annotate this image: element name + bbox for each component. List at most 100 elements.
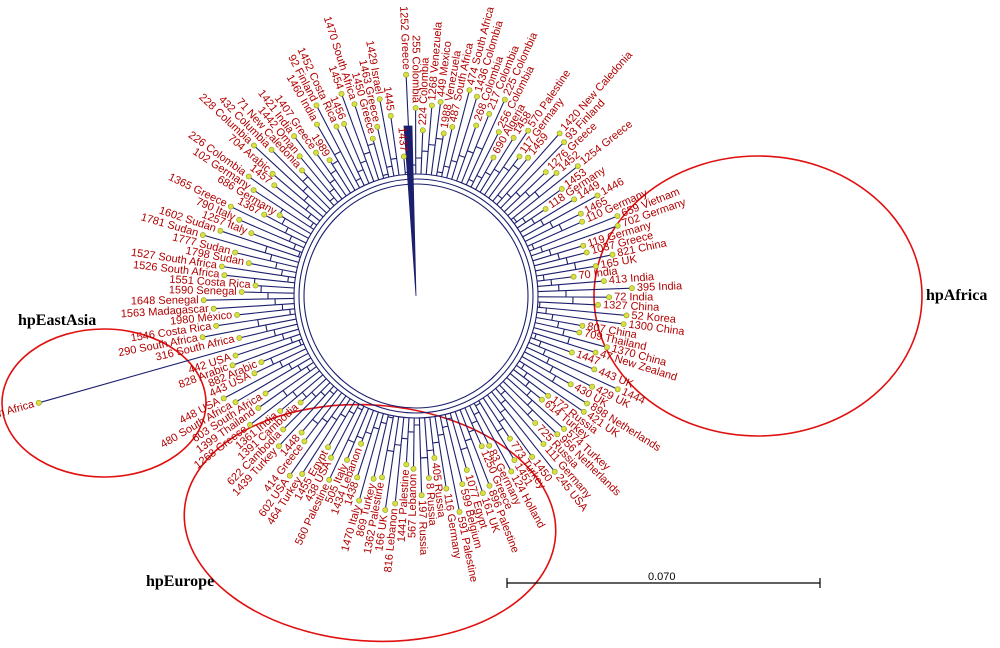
tip-marker xyxy=(474,93,480,100)
leaf-label: 495 South Africa xyxy=(0,398,36,432)
leaf-label: 1590 Senegal xyxy=(169,284,237,298)
tip-marker xyxy=(425,475,432,481)
tree-branch xyxy=(534,172,557,193)
tree-branch-inner xyxy=(464,407,476,431)
tip-marker xyxy=(338,90,345,97)
tip-marker xyxy=(245,260,252,267)
tip-marker xyxy=(478,443,485,450)
tree-branch-arc xyxy=(373,426,380,430)
tree-branch xyxy=(273,184,307,211)
tree-branch-arc xyxy=(534,191,540,198)
tree-branch-arc xyxy=(357,169,364,173)
tip-marker xyxy=(271,182,278,189)
inner-ring xyxy=(293,173,539,419)
leaf-label: 1445 xyxy=(381,86,396,112)
tip-marker xyxy=(250,187,257,193)
tree-branch-inner xyxy=(254,284,295,289)
tip-marker xyxy=(268,146,275,153)
tip-marker xyxy=(251,370,258,377)
tip-marker xyxy=(553,169,560,176)
tree-branch-arc xyxy=(435,137,443,140)
tree-branch xyxy=(230,206,286,234)
tree-branch xyxy=(376,126,388,168)
tree-branch xyxy=(412,431,415,469)
leaf-label: 70 India xyxy=(578,265,619,282)
tip-marker xyxy=(629,285,635,292)
tree-branch-arc xyxy=(546,357,550,364)
tip-marker xyxy=(431,454,438,461)
tip-marker xyxy=(589,383,595,390)
tree-branch-inner xyxy=(446,160,452,179)
tree-branch-inner xyxy=(441,165,445,177)
tree-branch xyxy=(524,171,547,193)
tree-branch-inner xyxy=(290,313,296,316)
tip-marker xyxy=(583,249,590,256)
tree-branch-arc xyxy=(340,413,346,418)
tip-marker xyxy=(351,101,358,107)
tip-marker xyxy=(437,99,444,105)
tip-marker xyxy=(213,322,220,329)
tree-branch xyxy=(504,390,536,424)
tree-branch-arc xyxy=(355,177,362,182)
tree-branch-arc xyxy=(542,274,545,281)
tree-branch-inner xyxy=(482,397,504,429)
tree-branch xyxy=(235,368,293,403)
tree-branch-arc xyxy=(284,227,289,234)
tree-branch xyxy=(565,287,632,292)
tree-branch-arc xyxy=(530,218,536,224)
tip-marker xyxy=(542,206,549,212)
tree-branch xyxy=(438,442,447,489)
tree-branch xyxy=(466,125,477,151)
tree-branch-inner xyxy=(509,373,532,392)
tree-branch-inner xyxy=(303,200,324,218)
tree-branch-inner xyxy=(451,155,460,180)
tree-branch-inner xyxy=(302,190,327,214)
tip-marker xyxy=(217,227,224,234)
tree-branch xyxy=(479,402,515,461)
tip-marker xyxy=(313,102,320,109)
tip-marker xyxy=(456,508,463,515)
tip-marker xyxy=(551,468,558,475)
tree-branch-arc xyxy=(525,381,530,387)
tree-branch-arc xyxy=(498,417,505,423)
tree-branch xyxy=(353,103,369,146)
tree-branch xyxy=(381,417,394,478)
tree-branch-inner xyxy=(400,417,405,446)
tip-marker xyxy=(495,129,502,135)
tree-branch-arc xyxy=(321,417,328,423)
tree-branch-arc xyxy=(557,253,560,260)
tree-branch-arc xyxy=(367,143,375,147)
tree-branch xyxy=(436,133,445,172)
tip-marker xyxy=(580,242,587,249)
tip-marker xyxy=(232,399,239,406)
tree-branch-inner xyxy=(266,323,298,332)
tree-branch-inner xyxy=(529,246,541,252)
tip-marker xyxy=(412,105,419,111)
tree-branch-inner xyxy=(527,243,533,247)
tree-branch-inner xyxy=(363,154,375,182)
tree-branch-inner xyxy=(264,252,299,263)
tip-marker xyxy=(623,312,630,319)
tree-branch-inner xyxy=(516,364,528,374)
tree-branch-inner xyxy=(465,179,470,186)
tip-marker xyxy=(247,421,253,428)
tree-branch xyxy=(428,105,433,145)
tree-branch xyxy=(248,176,309,220)
tree-branch-inner xyxy=(275,328,299,337)
tree-branch xyxy=(468,99,506,180)
tip-marker xyxy=(486,442,493,449)
tip-marker xyxy=(392,500,399,507)
tree-branch-arc xyxy=(292,391,298,398)
tree-branch-inner xyxy=(473,402,480,413)
leaf-label: 1648 Senegal xyxy=(131,294,199,307)
tree-branch-inner xyxy=(329,200,335,207)
tip-marker xyxy=(236,216,243,223)
tip-marker xyxy=(299,470,305,477)
tree-branch-inner xyxy=(513,217,523,225)
tree-branch-inner xyxy=(430,138,437,176)
tree-branch-inner xyxy=(506,377,533,401)
tree-branch-inner xyxy=(367,145,380,180)
tree-branch xyxy=(299,155,331,193)
tree-branch-inner xyxy=(513,369,530,382)
tip-marker xyxy=(614,386,621,393)
